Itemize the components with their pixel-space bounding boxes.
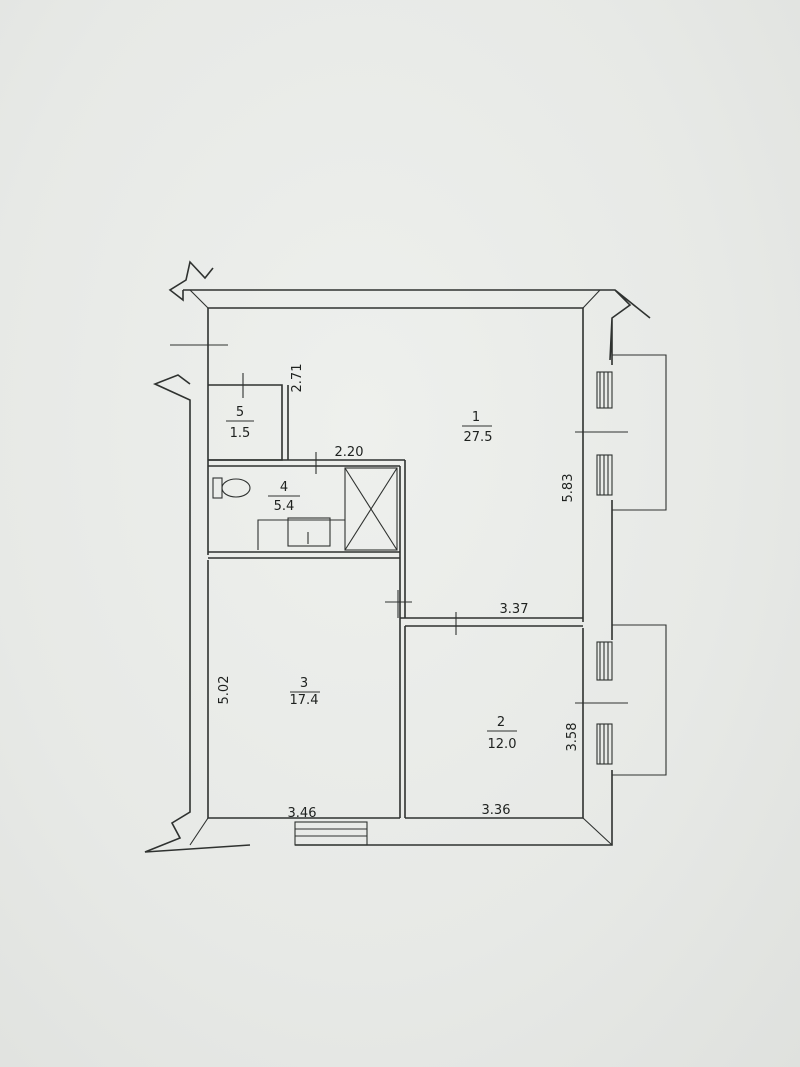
dim-room2-height: 3.58 (565, 723, 580, 752)
wall-band-right (189, 289, 613, 846)
dim-room4-width: 2.20 (335, 445, 364, 460)
room-labels: 1 27.5 2 12.0 3 17.4 4 5.4 5 1.5 (226, 405, 517, 752)
dim-room2-top-width: 3.37 (500, 602, 529, 617)
room3-number: 3 (300, 676, 308, 691)
partition-room5 (208, 384, 289, 461)
room2-number: 2 (497, 715, 505, 730)
dim-room3-height: 5.02 (217, 676, 232, 705)
dim-room5-height: 2.71 (290, 364, 305, 393)
partition-room2-left (399, 618, 406, 818)
dim-room1-height: 5.83 (561, 474, 576, 503)
balcony-room2 (612, 624, 667, 776)
sink (287, 517, 331, 547)
room5-area: 1.5 (230, 426, 251, 441)
bathroom-fixtures (212, 467, 398, 551)
balconies (575, 354, 667, 776)
room4-number: 4 (280, 480, 288, 495)
toilet-tank (212, 477, 223, 499)
room1-area: 27.5 (464, 430, 493, 445)
partition-room4-right (399, 460, 406, 618)
balcony-room1 (612, 354, 667, 511)
room3-area: 17.4 (290, 693, 319, 708)
outer-walls (144, 260, 651, 853)
shower-cross (344, 467, 398, 551)
room4-area: 5.4 (274, 499, 295, 514)
entrance-door (294, 821, 368, 846)
partitions (208, 384, 583, 818)
toilet-bowl (221, 478, 251, 498)
windows (294, 371, 613, 846)
dim-room2-bottom-width: 3.36 (482, 803, 511, 818)
partition-room3-top (208, 551, 400, 559)
room1-number: 1 (472, 410, 480, 425)
dim-room3-bottom-width: 3.46 (288, 806, 317, 821)
tick-marks (170, 344, 457, 635)
room5-number: 5 (236, 405, 244, 420)
outer-wall-outline (144, 260, 651, 853)
room2-area: 12.0 (488, 737, 517, 752)
balcony-ticks (575, 431, 628, 704)
partition-room4-top (208, 459, 405, 467)
bathroom-counter (257, 519, 345, 550)
partition-room2-top (400, 617, 583, 627)
shower-tray (344, 467, 398, 551)
dimension-labels: 2.71 2.20 5.83 3.37 3.58 3.36 5.02 3.46 (217, 364, 580, 821)
